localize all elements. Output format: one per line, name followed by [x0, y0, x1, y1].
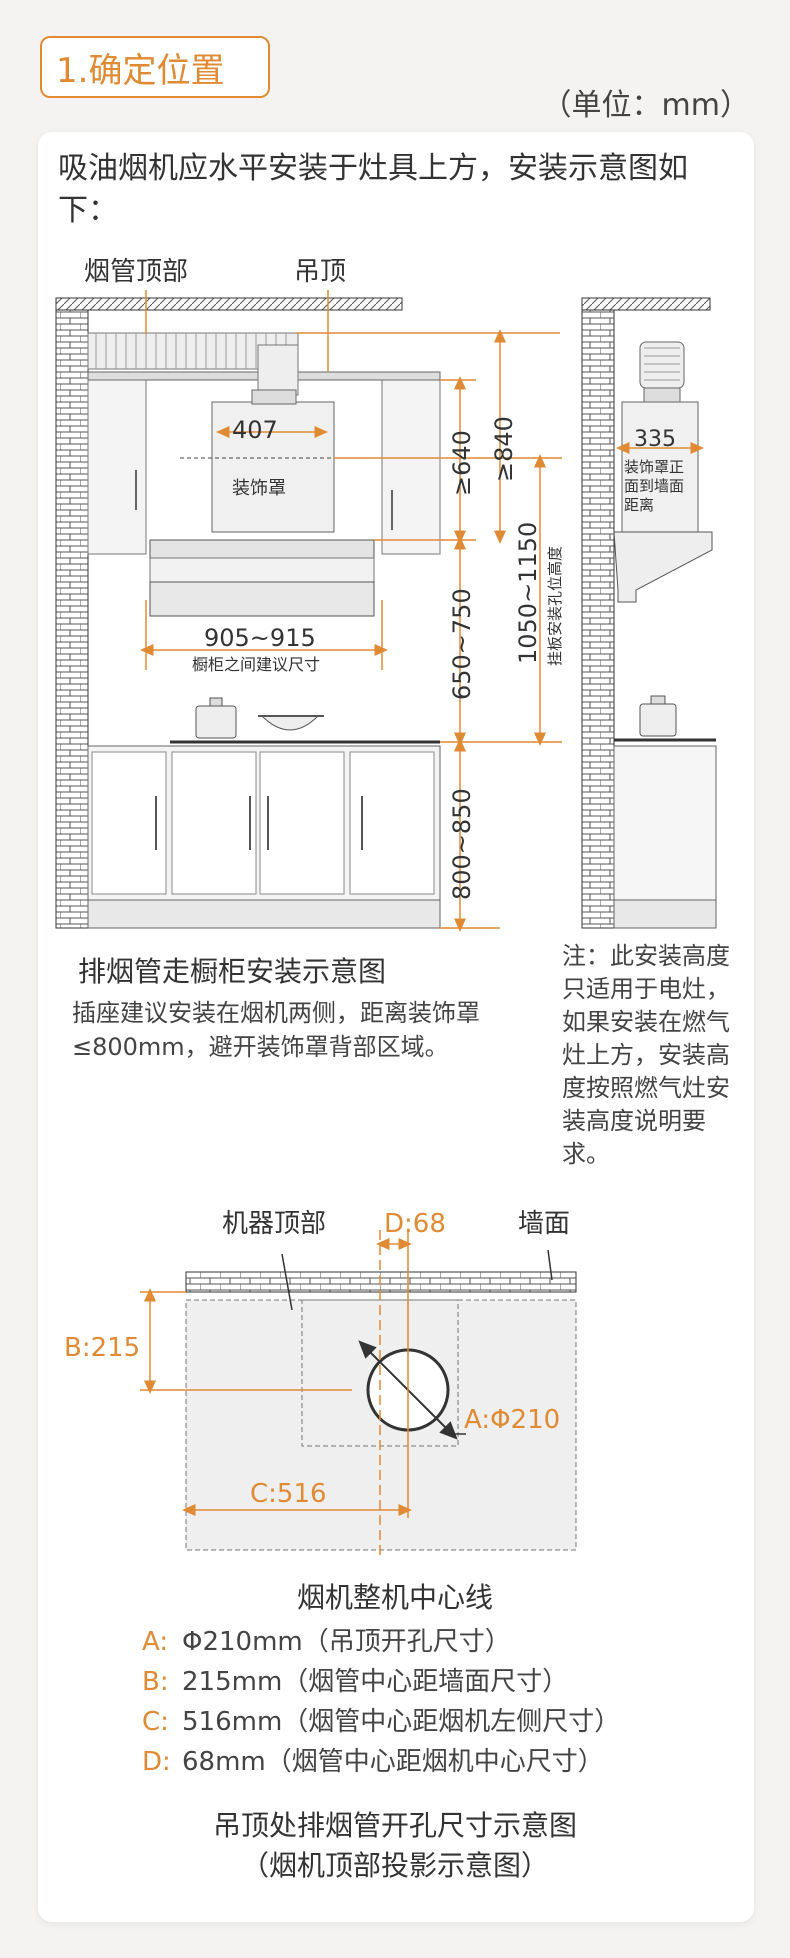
dim-840: ≥840	[490, 416, 518, 482]
side-wall	[581, 309, 615, 929]
label-b: B:215	[64, 1333, 140, 1363]
caption-cabinet-install: 排烟管走橱柜安装示意图	[78, 955, 387, 988]
label-d: D:68	[384, 1209, 446, 1239]
label-duct-top: 烟管顶部	[84, 257, 188, 287]
caption-hole-size: 吊顶处排烟管开孔尺寸示意图 （烟机顶部投影示意图）	[212, 1809, 577, 1882]
dim-1050-1150: 1050~1150	[514, 522, 542, 664]
dimension-lines	[140, 329, 562, 932]
label-c: C:516	[250, 1479, 327, 1509]
base-cabinet	[87, 745, 441, 929]
list-item: B:215mm（烟管中心距墙面尺寸）	[142, 1667, 569, 1697]
list-item: A:Φ210mm（吊顶开孔尺寸）	[142, 1627, 511, 1657]
unit-label: （单位：mm）	[541, 88, 750, 123]
label-cover: 装饰罩	[232, 478, 286, 499]
cookware	[170, 697, 440, 744]
side-ceiling	[581, 297, 711, 311]
decorative-cover	[211, 401, 335, 533]
upper-cabinet-left	[87, 377, 147, 555]
dim-cover-width: 407	[232, 416, 278, 444]
dimension-list: A:Φ210mm（吊顶开孔尺寸） B:215mm（烟管中心距墙面尺寸） C:51…	[142, 1622, 620, 1782]
socket-advice: 插座建议安装在烟机两侧，距离装饰罩≤800mm，避开装饰罩背部区域。	[72, 999, 480, 1061]
top-wall	[185, 1271, 577, 1293]
label-ceiling: 吊顶	[294, 257, 346, 287]
range-hood	[149, 539, 375, 617]
side-cabinet	[613, 695, 717, 929]
left-wall	[55, 309, 89, 929]
label-hole-height: 挂板安装孔位高度	[546, 546, 564, 666]
side-duct	[639, 341, 685, 403]
label-cabinet-gap: 橱柜之间建议尺寸	[192, 655, 320, 674]
label-wall: 墙面	[518, 1209, 570, 1239]
label-a: A:Φ210	[464, 1405, 560, 1435]
label-cover-side: 装饰罩正面到墙面距离	[624, 458, 685, 514]
side-hood	[613, 531, 713, 603]
upper-cabinet-right	[381, 377, 441, 555]
caption-center-line: 烟机整机中心线	[296, 1581, 493, 1614]
dim-800-850: 800~850	[448, 788, 476, 900]
ceiling-slab	[55, 297, 403, 311]
dim-cabinet-span: 905~915	[204, 624, 316, 652]
height-note: 注：此安装高度只适用于电灶，如果安装在燃气灶上方，安装高度按照燃气灶安装高度说明…	[562, 942, 730, 1168]
label-machine-top: 机器顶部	[222, 1209, 326, 1239]
dim-side-depth: 335	[634, 427, 676, 452]
dim-640: ≥640	[448, 430, 476, 496]
section-title: 1.确定位置	[40, 36, 270, 98]
dim-650-750: 650~750	[448, 588, 476, 700]
list-item: C:516mm（烟管中心距烟机左侧尺寸）	[142, 1707, 621, 1737]
intro-text: 吸油烟机应水平安装于灶具上方，安装示意图如下：	[58, 151, 688, 228]
list-item: D:68mm（烟管中心距烟机中心尺寸）	[142, 1747, 604, 1777]
